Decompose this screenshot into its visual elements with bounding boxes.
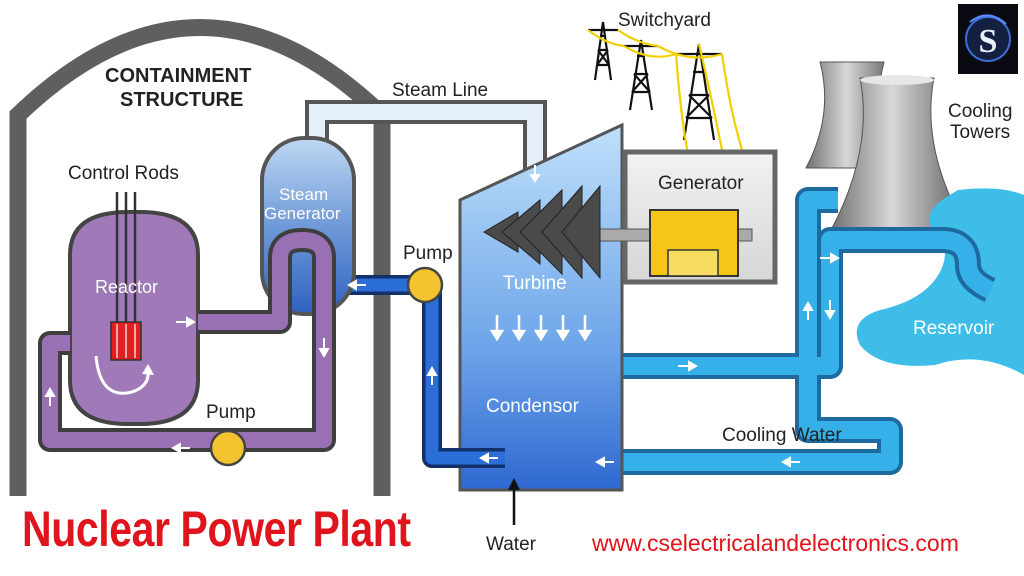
pump-upper-label: Pump <box>403 243 453 264</box>
transmission-tower-icon <box>624 39 658 111</box>
cooling-towers-label-line2: Towers <box>950 122 1010 143</box>
pump-feedwater <box>406 266 444 304</box>
water-label: Water <box>486 534 537 555</box>
condensor-label: Condensor <box>486 396 580 417</box>
cooling-towers-label-line1: Cooling <box>948 101 1012 122</box>
primary-coolant-loop <box>38 228 336 452</box>
transmission-tower-icon <box>588 21 618 81</box>
steam-line-label: Steam Line <box>392 80 488 101</box>
steam-generator-label-line1: Steam <box>279 185 328 204</box>
pump-primary <box>209 429 247 467</box>
reservoir-label: Reservoir <box>913 318 995 339</box>
site-logo: S <box>958 4 1018 74</box>
turbine-blades <box>483 184 601 280</box>
turbine-flow-arrows <box>489 315 593 342</box>
diagram-title: Nuclear Power Plant <box>22 501 411 557</box>
reservoir <box>856 188 1024 375</box>
control-rods <box>115 192 137 332</box>
generator-label: Generator <box>658 173 744 194</box>
website-url[interactable]: www.cselectricalandelectronics.com <box>592 530 959 556</box>
steam-generator-label-line2: Generator <box>264 204 341 223</box>
switchyard-label: Switchyard <box>618 10 711 31</box>
reactor-label: Reactor <box>95 277 158 297</box>
turbine-label: Turbine <box>503 273 567 294</box>
containment-label-line2: STRUCTURE <box>120 89 243 111</box>
turbine-condenser-housing <box>458 122 624 492</box>
pump-lower-label: Pump <box>206 402 256 423</box>
containment-label-line1: CONTAINMENT <box>105 65 251 87</box>
cooling-water-label: Cooling Water <box>722 425 842 446</box>
control-rods-label: Control Rods <box>68 163 179 184</box>
logo-text: S <box>979 23 998 60</box>
containment-structure <box>9 19 391 496</box>
